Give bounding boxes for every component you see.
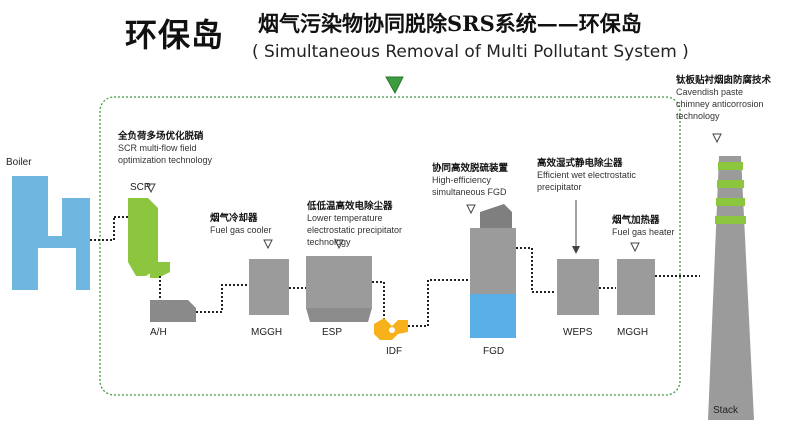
pointer-stack-icon: [712, 133, 722, 144]
annotation-esp: 低低温高效电除尘器 Lower temperature electrostati…: [307, 198, 402, 248]
ah-unit: [150, 300, 196, 322]
mggh2-label: MGGH: [617, 327, 649, 338]
mggh2-unit: [617, 259, 655, 315]
page-title: 环保岛: [125, 16, 225, 54]
annotation-cooler: 烟气冷却器 Fuel gas cooler: [210, 210, 272, 236]
scr-label: SCR: [130, 182, 152, 193]
scr-reactor: [128, 198, 158, 276]
fgd-label: FGD: [483, 346, 505, 357]
annotation-cooler-en-1: Fuel gas cooler: [210, 225, 272, 235]
pointer-weps-icon: [572, 246, 580, 254]
annotation-stack-en-3: technology: [676, 111, 720, 121]
annotation-heater: 烟气加热器 Fuel gas heater: [612, 212, 675, 238]
pointer-fgd-icon: [466, 204, 476, 215]
island-boundary: [99, 96, 681, 396]
mggh1-label: MGGH: [251, 327, 283, 338]
annotation-stack-en-2: chimney anticorrosion: [676, 99, 764, 109]
duct-esp-idf: [372, 281, 385, 320]
subtitle-english: ( Simultaneous Removal of Multi Pollutan…: [252, 42, 689, 62]
weps-label: WEPS: [563, 327, 593, 338]
esp-label: ESP: [322, 327, 343, 338]
pointer-cooler-icon: [263, 239, 273, 250]
annotation-fgd-en-1: High-efficiency: [432, 175, 491, 185]
down-arrow-icon: [385, 76, 404, 95]
idf-label: IDF: [386, 346, 403, 357]
mggh1-unit: [249, 259, 289, 315]
pointer-heater-icon: [630, 242, 640, 253]
stack-band-2: [717, 180, 744, 188]
stack-band-1: [718, 162, 743, 170]
annotation-stack-en-1: Cavendish paste: [676, 87, 744, 97]
annotation-fgd-zh: 协同高效脱硫装置: [432, 163, 509, 174]
annotation-stack: 钛板贴衬烟囱防腐技术 Cavendish paste chimney antic…: [676, 72, 771, 122]
annotation-heater-zh: 烟气加热器: [612, 215, 660, 226]
annotation-weps-en-2: precipitator: [537, 182, 582, 192]
fgd-body: [470, 228, 516, 294]
annotation-scr-zh: 全负荷多场优化脱硝: [118, 131, 204, 142]
duct-idf-fgd: [408, 279, 470, 327]
scr-outlet: [150, 262, 170, 278]
annotation-cooler-zh: 烟气冷却器: [210, 213, 258, 224]
stack-body: [708, 156, 754, 420]
idf-hub: [389, 327, 395, 333]
annotation-scr-en-1: SCR multi-flow field: [118, 143, 197, 153]
pointer-esp-icon: [334, 239, 344, 250]
annotation-weps-en-1: Efficient wet electrostatic: [537, 170, 636, 180]
annotation-esp-en-2: electrostatic precipitator: [307, 225, 403, 235]
subtitle-chinese: 烟气污染物协同脱除SRS系统——环保岛: [258, 11, 642, 36]
stack-band-3: [716, 198, 745, 206]
annotation-esp-en-1: Lower temperature: [307, 213, 383, 223]
weps-unit: [557, 259, 599, 315]
annotation-esp-en-3: technology: [307, 237, 351, 247]
annotation-fgd-en-2: simultaneous FGD: [432, 187, 507, 197]
stack-band-4: [715, 216, 746, 224]
duct-ah-mggh: [196, 284, 248, 313]
fgd-top: [480, 204, 512, 228]
annotation-stack-zh: 钛板贴衬烟囱防腐技术: [676, 75, 772, 86]
boiler-shape: [12, 176, 90, 290]
esp-unit: [306, 256, 372, 308]
annotation-scr-en-2: optimization technology: [118, 155, 213, 165]
duct-boiler-scr: [90, 217, 115, 241]
annotation-heater-en-1: Fuel gas heater: [612, 227, 675, 237]
boiler-label: Boiler: [6, 157, 32, 168]
duct-fgd-weps: [516, 247, 556, 293]
annotation-scr: 全负荷多场优化脱硝 SCR multi-flow field optimizat…: [118, 128, 212, 166]
fgd-slurry: [470, 294, 516, 338]
annotation-fgd: 协同高效脱硫装置 High-efficiency simultaneous FG…: [432, 160, 508, 198]
annotation-weps: 高效湿式静电除尘器 Efficient wet electrostatic pr…: [537, 155, 636, 193]
annotation-weps-zh: 高效湿式静电除尘器: [537, 158, 623, 169]
ah-label: A/H: [150, 327, 167, 338]
pointer-scr-icon: [146, 183, 156, 194]
stack-label: Stack: [713, 405, 739, 416]
annotation-esp-zh: 低低温高效电除尘器: [307, 201, 393, 212]
esp-hopper: [306, 308, 372, 322]
